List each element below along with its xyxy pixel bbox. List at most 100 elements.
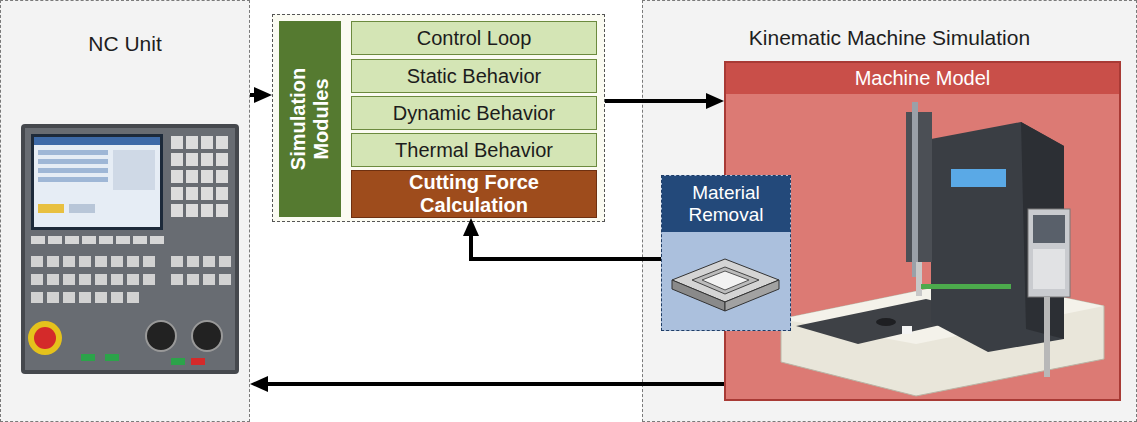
drawing-part [186,187,198,200]
drawing-part [912,102,918,277]
drawing-part [150,236,164,244]
flow-arrow [471,232,661,259]
box-header: Machine Model [726,63,1119,94]
drawing-part [28,321,62,355]
drawing-part [219,256,231,267]
drawing-part [201,187,213,200]
drawing-part [662,232,789,329]
drawing-part [95,292,107,303]
drawing-part [34,327,56,349]
module-box: Thermal Behavior [351,133,597,167]
drawing-part [38,159,108,164]
box-label: Cutting Force Calculation [352,171,596,217]
drawing-part [48,236,62,244]
drawing-part [99,236,113,244]
drawing-part [47,274,59,285]
drawing-part [186,204,198,217]
drawing-part [31,236,45,244]
drawing-part [171,358,185,365]
drawing-part [876,318,896,326]
nc-panel-illustration [21,124,239,374]
drawing-part [63,256,75,267]
drawing-part [1033,215,1065,243]
drawing-part [1033,249,1065,289]
drawing-part [171,204,183,217]
panel-title: Kinematic Machine Simulation [643,25,1136,50]
drawing-part [1021,122,1064,339]
drawing-part [171,256,183,267]
drawing-part [216,136,228,149]
drawing-part [921,284,1011,289]
drawing-part [171,274,183,285]
drawing-part [34,137,160,145]
drawing-part [31,236,164,244]
drawing-part [171,153,183,166]
drawing-part [47,292,59,303]
drawing-part [186,170,198,183]
drawing-part [146,321,176,351]
drawing-part [906,112,932,262]
drawing-part [31,256,43,267]
drawing-part [127,274,139,285]
drawing-part [171,170,183,183]
box-label: Dynamic Behavior [352,97,596,129]
drawing-part [38,150,108,155]
drawing-part [201,204,213,217]
module-box: Dynamic Behavior [351,96,597,130]
drawing-part [116,236,130,244]
drawing-part [186,153,198,166]
drawing-part [95,256,107,267]
drawing-part [65,236,79,244]
drawing-part [201,153,213,166]
drawing-part [111,256,123,267]
drawing-part [143,256,155,267]
drawing-part [187,274,199,285]
drawing-part [951,169,1006,187]
flow-arrow [264,382,724,386]
drawing-part [82,236,96,244]
drawing-part [186,136,198,149]
drawing-part [111,274,123,285]
module-box: Control Loop [351,21,597,55]
drawing-part [902,326,912,334]
drawing-part [692,267,759,294]
drawing-part [702,271,749,290]
drawing-part [216,170,228,183]
drawing-part [69,204,95,213]
drawing-part [31,292,43,303]
drawing-part [113,150,155,190]
drawing-part [31,274,43,285]
flow-arrow [250,93,258,97]
drawing-part [191,358,205,365]
drawing-part [216,153,228,166]
drawing-part [105,354,119,361]
drawing-part [38,204,64,213]
drawing-part [79,256,91,267]
drawing-part [216,204,228,217]
material-removal-illustration [662,232,789,329]
drawing-part [143,274,155,285]
drawing-part [201,170,213,183]
nc-unit-panel: NC Unit [0,0,250,422]
drawing-part [79,292,91,303]
drawing-part [171,136,228,217]
drawing-part [192,321,222,351]
drawing-part [1044,297,1050,377]
drawing-part [38,168,108,173]
drawing-part [38,177,108,182]
drawing-part [203,274,215,285]
drawing-part [95,274,107,285]
panel-title: NC Unit [1,31,249,56]
drawing-part [187,256,199,267]
drawing-part [216,187,228,200]
flow-arrow [605,99,710,103]
drawing-part [47,256,59,267]
drawing-part [203,256,215,267]
drawing-part [133,236,147,244]
box-label: Static Behavior [352,60,596,92]
drawing-part [63,292,75,303]
drawing-part [111,292,123,303]
vertical-label: Simulation Modules [287,34,333,204]
box-label: Control Loop [352,22,596,54]
